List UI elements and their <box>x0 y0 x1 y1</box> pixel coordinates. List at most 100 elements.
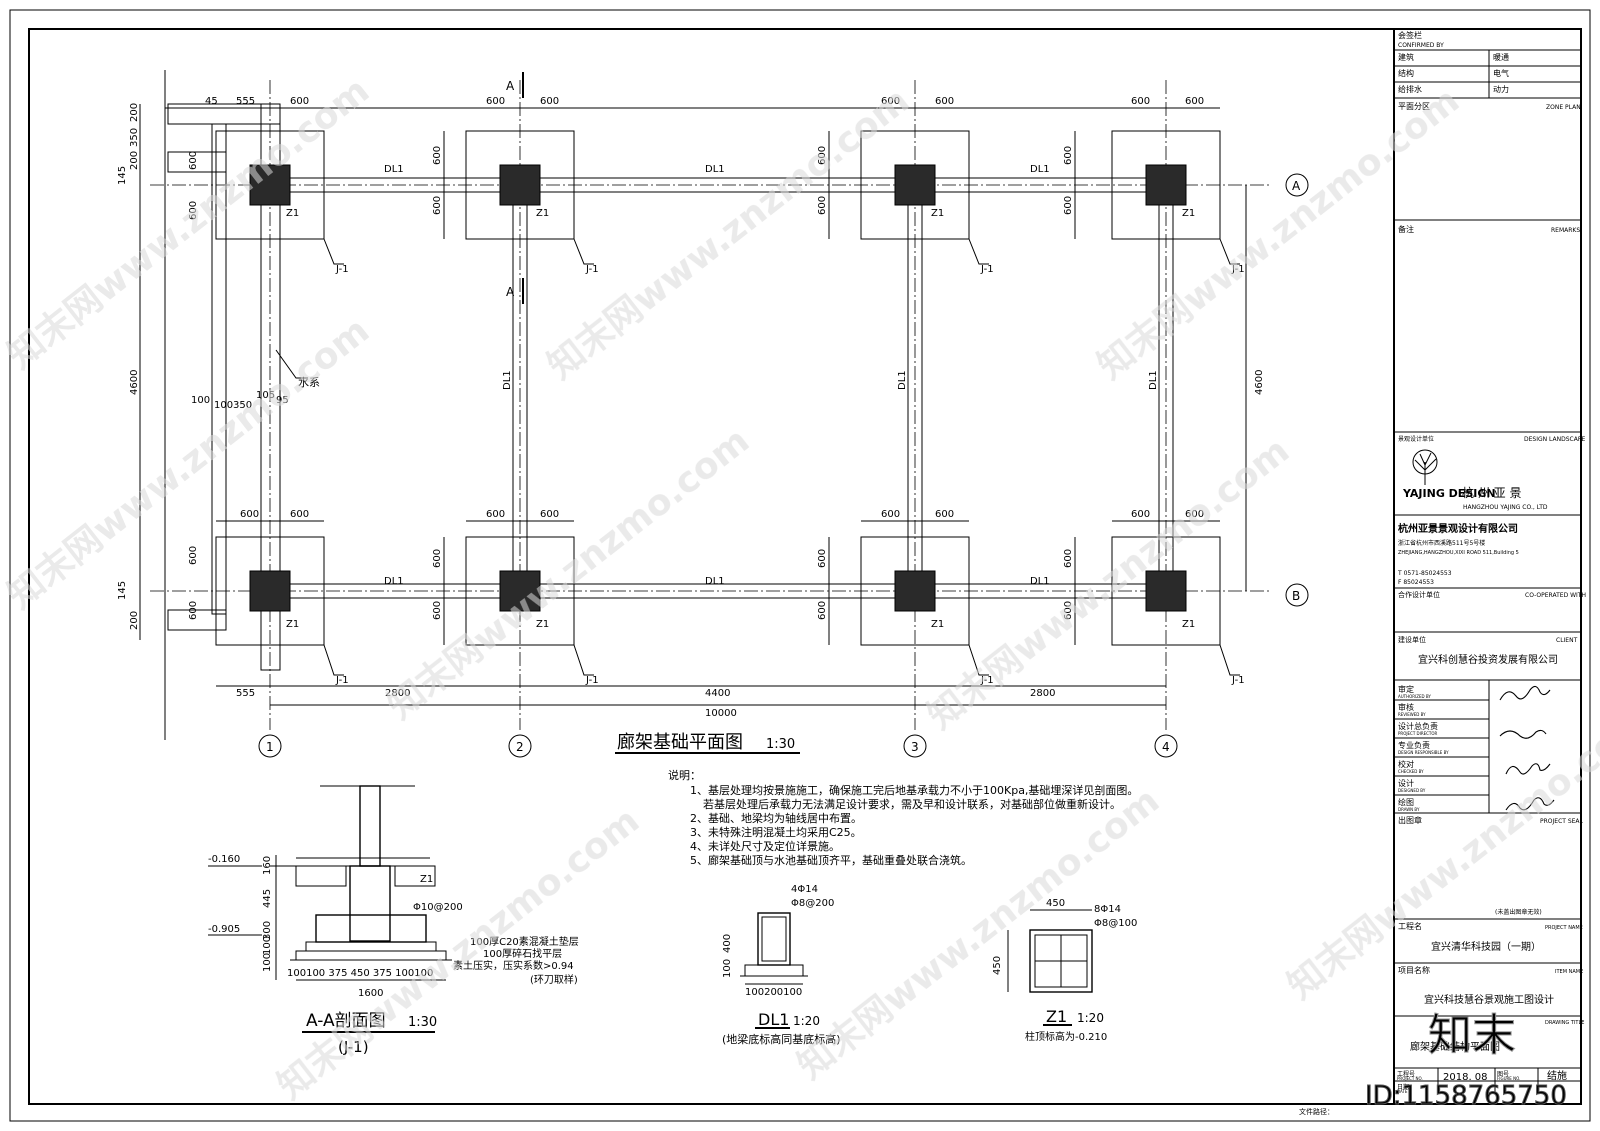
svg-text:100100 375 450 375 100: 100100 375 450 375 100100 <box>287 968 433 979</box>
svg-text:知末网www.znzmo.com: 知末网www.znzmo.com <box>380 420 757 727</box>
company-logo: YAJING DESIGN 杭 州 亚 景 HANGZHOU YAJING CO… <box>1402 449 1548 511</box>
svg-text:350: 350 <box>233 400 252 411</box>
svg-text:200: 200 <box>129 103 140 122</box>
svg-text:600: 600 <box>1185 96 1204 107</box>
column-label: Z1 <box>536 619 549 630</box>
svg-text:45: 45 <box>205 96 218 107</box>
columns <box>249 164 1187 612</box>
elevation-label: -0.905 <box>208 924 240 935</box>
left-dimensions: 200 350 200 145 4600 145 200 600 600 600… <box>117 70 289 740</box>
note-line: 4、未详处尺寸及定位详景施。 <box>690 839 840 853</box>
title-block: 会签栏 CONFIRMED BY 建筑暖通 结构电气 给排水动力 平面分区 ZO… <box>1299 30 1586 1116</box>
svg-text:4Φ14: 4Φ14 <box>791 884 818 895</box>
svg-text:100: 100 <box>262 936 273 955</box>
axis-col-label: 2 <box>516 740 524 754</box>
svg-text:DESIGN RESPONSIBLE BY: DESIGN RESPONSIBLE BY <box>1398 750 1449 755</box>
beam-label: DL1 <box>384 576 404 587</box>
svg-text:YAJING DESIGN: YAJING DESIGN <box>1402 487 1496 500</box>
svg-text:平面分区: 平面分区 <box>1398 102 1430 111</box>
elevation-label: -0.160 <box>208 854 240 865</box>
svg-text:100200100: 100200100 <box>745 987 802 998</box>
svg-text:600: 600 <box>935 509 954 520</box>
svg-text:95: 95 <box>276 395 289 406</box>
bottom-dimensions: 555 2800 4400 2800 10000 <box>216 685 1166 719</box>
note-line: 5、廊架基础顶与水池基础顶齐平，基础重叠处联合浇筑。 <box>690 853 972 867</box>
svg-text:PROJECT SEAL: PROJECT SEAL <box>1540 818 1584 825</box>
beam-label: DL1 <box>897 370 908 390</box>
general-notes: 说明： 1、基层处理均按景施施工，确保施工完后地基承载力不小于100Kpa,基础… <box>668 768 1138 867</box>
column-label: Z1 <box>931 619 944 630</box>
svg-text:知末网www.znzmo.com: 知末网www.znzmo.com <box>1280 700 1600 1007</box>
footing-label: J-1 <box>980 264 994 275</box>
svg-text:AUTHORIZED BY: AUTHORIZED BY <box>1398 694 1431 699</box>
axis-col-label: 1 <box>266 740 274 754</box>
section-mark: A <box>506 79 515 93</box>
svg-text:PROJECT DIRECTOR: PROJECT DIRECTOR <box>1398 731 1438 736</box>
svg-text:100厚碎石找平层: 100厚碎石找平层 <box>483 947 562 960</box>
svg-text:Φ8@100: Φ8@100 <box>1094 918 1137 929</box>
footing-leaders: J-1 J-1 J-1 J-1 J-1 J-1 J-1 J-1 水系 <box>275 238 1245 686</box>
svg-text:DRAWN BY: DRAWN BY <box>1398 807 1420 812</box>
water-label: 水系 <box>298 376 320 389</box>
svg-text:2018. 08: 2018. 08 <box>1443 1072 1488 1083</box>
right-dimension: 4600 <box>1245 185 1265 591</box>
svg-text:结构: 结构 <box>1398 68 1414 78</box>
svg-text:100: 100 <box>722 959 733 978</box>
dl1-title: DL1 <box>758 1010 789 1029</box>
svg-text:T 0571-85024553: T 0571-85024553 <box>1397 570 1452 577</box>
svg-text:知末网www.znzmo.com: 知末网www.znzmo.com <box>270 800 647 1107</box>
axis-row-label: B <box>1292 589 1300 603</box>
svg-text:600: 600 <box>188 151 199 170</box>
svg-text:450: 450 <box>992 956 1003 975</box>
svg-text:REMARKS: REMARKS <box>1551 227 1580 234</box>
column-z1 <box>499 164 541 206</box>
svg-text:Φ10@200: Φ10@200 <box>413 902 463 913</box>
plan-title: 廊架基础平面图 <box>617 732 743 753</box>
svg-text:HANGZHOU YAJING CO., LTD: HANGZHOU YAJING CO., LTD <box>1463 504 1548 511</box>
svg-text:100: 100 <box>262 953 273 972</box>
tree-logo-icon <box>1412 449 1438 485</box>
dl1-note: (地梁底标高同基底标高) <box>722 1032 841 1046</box>
svg-text:知末网www.znzmo.com: 知末网www.znzmo.com <box>0 310 377 617</box>
svg-text:300: 300 <box>262 921 273 940</box>
svg-text:Φ8@200: Φ8@200 <box>791 898 834 909</box>
svg-text:600: 600 <box>290 96 309 107</box>
brand-watermark: 知末 <box>1428 1010 1516 1061</box>
svg-text:CONFIRMED BY: CONFIRMED BY <box>1398 42 1444 49</box>
svg-text:宜兴科技慧谷景观施工图设计: 宜兴科技慧谷景观施工图设计 <box>1424 993 1554 1006</box>
section-sub: (J-1) <box>338 1038 369 1056</box>
svg-text:建筑: 建筑 <box>1398 52 1414 62</box>
svg-text:审核: 审核 <box>1398 702 1414 712</box>
svg-text:浙江省杭州市西溪路511号5号楼: 浙江省杭州市西溪路511号5号楼 <box>1398 539 1485 547</box>
z1-detail: 450 450 8Φ14 Φ8@100 Z1 1:20 柱顶标高为-0.210 <box>992 898 1137 1043</box>
svg-text:1600: 1600 <box>358 988 383 999</box>
svg-text:暖通: 暖通 <box>1493 52 1509 62</box>
svg-text:DATE: DATE <box>1397 1089 1408 1094</box>
svg-text:工程名: 工程名 <box>1398 921 1422 931</box>
column-z1 <box>249 164 291 206</box>
svg-text:600: 600 <box>188 546 199 565</box>
svg-text:素土压实，压实系数>0.94: 素土压实，压实系数>0.94 <box>453 959 574 972</box>
svg-text:专业负责: 专业负责 <box>1398 740 1430 750</box>
axis-row-label: A <box>1292 179 1301 193</box>
svg-text:600: 600 <box>1185 509 1204 520</box>
svg-text:DESIGN LANDSCAPE: DESIGN LANDSCAPE <box>1524 436 1585 443</box>
inner-frame <box>28 28 1582 1105</box>
svg-text:Z1: Z1 <box>420 874 433 885</box>
beam-label: DL1 <box>1148 370 1159 390</box>
svg-text:600: 600 <box>486 96 505 107</box>
column-z1 <box>499 570 541 612</box>
notes-heading: 说明： <box>668 768 701 782</box>
column-z1 <box>1145 570 1187 612</box>
svg-text:设计: 设计 <box>1398 778 1414 788</box>
svg-text:8Φ14: 8Φ14 <box>1094 904 1121 915</box>
section-aa: -0.160 -0.905 160 445 300 100 100 Z1 Φ10… <box>208 785 579 1056</box>
foundation-plan: Z1 Z1 Z1 Z1 Z1 Z1 Z1 Z1 DL1 DL1 DL1 DL1 … <box>117 70 1309 758</box>
svg-text:600: 600 <box>432 601 443 620</box>
beam-label: DL1 <box>502 370 513 390</box>
svg-text:审定: 审定 <box>1398 684 1414 694</box>
svg-text:F 85024553: F 85024553 <box>1398 579 1434 586</box>
svg-text:200: 200 <box>129 151 140 170</box>
svg-text:图号: 图号 <box>1497 1071 1509 1078</box>
